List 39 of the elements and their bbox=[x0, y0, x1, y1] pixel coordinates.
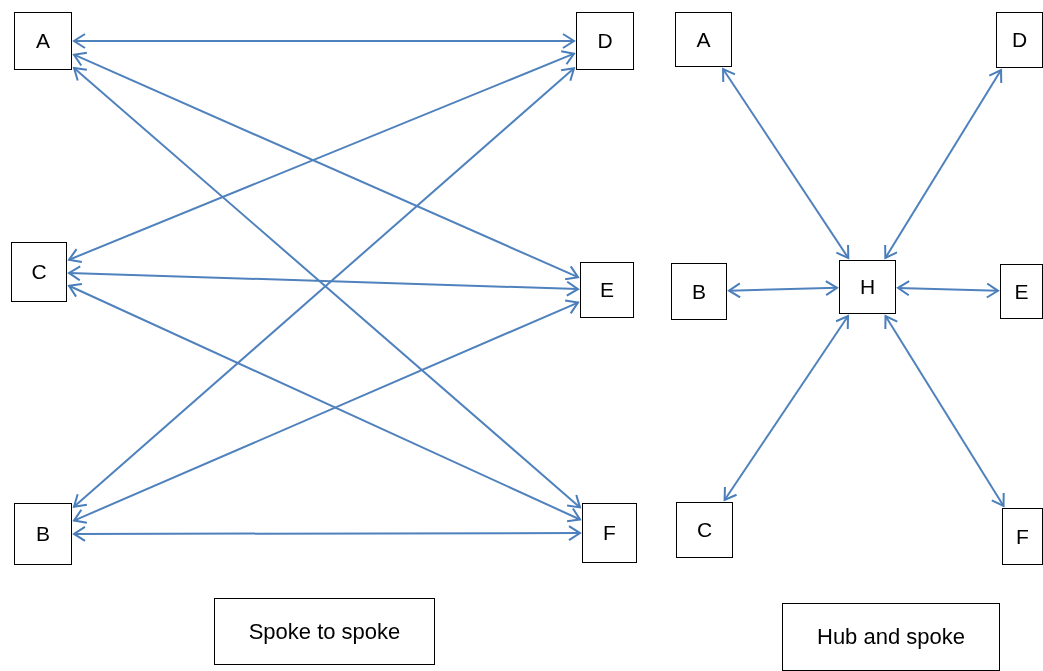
double-arrow bbox=[728, 280, 838, 299]
letter-box bbox=[14, 12, 72, 70]
letter-box bbox=[576, 12, 634, 70]
node-label: A bbox=[696, 27, 711, 52]
node-label: C bbox=[696, 518, 713, 542]
letter-box bbox=[1000, 264, 1043, 319]
node-label: B bbox=[36, 522, 50, 546]
double-arrow bbox=[884, 315, 1005, 507]
node-label: A bbox=[36, 29, 50, 53]
node-label: D bbox=[1011, 28, 1028, 52]
letter-box bbox=[996, 12, 1043, 68]
letter-box bbox=[11, 242, 67, 302]
node-label: F bbox=[603, 521, 616, 545]
node-label: D bbox=[597, 29, 613, 53]
node-label: Spoke to spoke bbox=[248, 618, 401, 645]
letter-box bbox=[671, 263, 727, 320]
letter-box bbox=[14, 503, 72, 565]
node-label: F bbox=[1016, 524, 1029, 549]
node-label: B bbox=[692, 279, 706, 304]
double-arrow bbox=[722, 68, 850, 259]
double-arrow bbox=[723, 315, 850, 501]
node-label: Hub and spoke bbox=[817, 624, 965, 650]
letter-box bbox=[1002, 508, 1043, 565]
double-arrow bbox=[897, 280, 999, 299]
node-label: E bbox=[1014, 279, 1029, 304]
double-arrow bbox=[884, 69, 1003, 259]
letter-box bbox=[582, 503, 637, 563]
double-arrow bbox=[73, 525, 581, 542]
node-label: H bbox=[859, 275, 876, 299]
node-label: E bbox=[600, 278, 614, 302]
letter-box bbox=[675, 12, 732, 67]
letter-box bbox=[676, 502, 733, 558]
node-label: C bbox=[31, 260, 47, 284]
caption-box bbox=[214, 598, 435, 665]
letter-box bbox=[839, 260, 896, 314]
double-arrow bbox=[68, 265, 579, 297]
letter-box bbox=[580, 262, 634, 318]
double-arrow bbox=[73, 33, 575, 49]
caption-box bbox=[782, 603, 1000, 671]
